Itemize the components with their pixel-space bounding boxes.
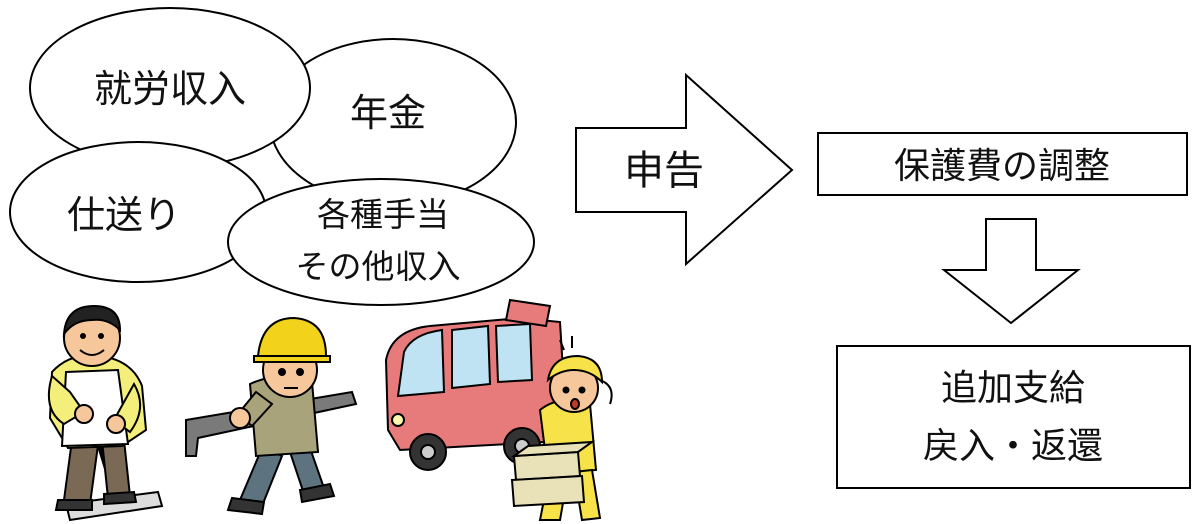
allowances-label-line2: その他収入	[296, 247, 461, 286]
adjustment-label: 保護費の調整	[894, 146, 1110, 187]
result-box	[836, 345, 1191, 489]
adjustment-box	[817, 132, 1188, 196]
result-label-line1: 追加支給	[941, 368, 1085, 409]
earned-income-label: 就労収入	[94, 67, 246, 111]
allowances-label-line1: 各種手当	[317, 195, 449, 234]
down-arrow	[941, 218, 1081, 325]
income-sources-cluster	[9, 7, 535, 306]
remittance-label: 仕送り	[67, 193, 181, 237]
result-label-line2: 戻入・返還	[923, 426, 1103, 467]
allowances-ellipse	[227, 178, 535, 306]
construction-worker-illustration	[185, 316, 358, 516]
pension-label: 年金	[350, 91, 426, 135]
report-label: 申告	[624, 148, 704, 194]
janitor-illustration	[48, 304, 164, 522]
report-arrow	[575, 72, 794, 267]
delivery-illustration	[384, 298, 613, 522]
